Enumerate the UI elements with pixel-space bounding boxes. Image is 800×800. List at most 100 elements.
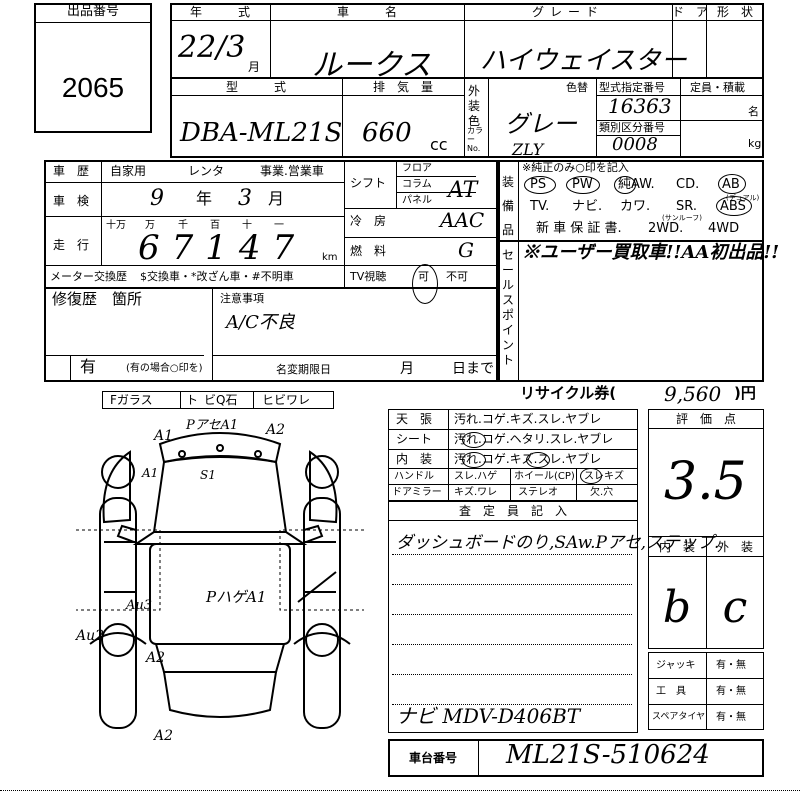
- interior-dirt-circle: [462, 452, 486, 468]
- recycle-label: リサイクル券(: [520, 384, 617, 402]
- ac-value: AAC: [440, 208, 485, 232]
- pw-circle: [566, 176, 600, 194]
- capacity-label: 定員・積載: [690, 81, 745, 94]
- equip-ps: PS: [530, 177, 547, 192]
- mark-front-right: A2: [266, 422, 286, 438]
- score-label: 評 価 点: [675, 412, 736, 426]
- tools-label: 工 具: [656, 686, 686, 697]
- abs-circle: [716, 196, 752, 216]
- mileage-label: 走 行: [53, 238, 90, 252]
- repair-note: (有の場合○印を): [126, 363, 203, 374]
- interior-grade-label: 内 装: [658, 540, 695, 554]
- lot-label: 出品番号: [66, 4, 119, 19]
- equipment-box: [498, 160, 764, 242]
- shift-column: コラム: [402, 179, 432, 190]
- caution-label: 注意事項: [220, 292, 264, 305]
- header-box: [170, 3, 764, 158]
- inspector-box: [388, 501, 638, 733]
- mileage-value: 67147: [138, 228, 307, 268]
- mark-roof: PハゲA1: [206, 588, 267, 606]
- stereo-text: 欠.穴: [590, 487, 614, 498]
- inspector-label: 査 定 員 記 入: [458, 504, 567, 518]
- interior-label: 内 装: [396, 452, 433, 466]
- fuel-label: 燃 料: [350, 244, 387, 258]
- shift-floor: フロア: [402, 163, 432, 174]
- mark-hood: S1: [200, 468, 216, 482]
- wheel-rub-circle: [580, 468, 602, 484]
- digit-100: 百: [210, 220, 220, 231]
- exterior-grade-label: 外 装: [716, 540, 753, 554]
- recycle-value: 9,560: [664, 382, 722, 406]
- exterior-grade: c: [722, 582, 748, 633]
- type-cert-label: 型式指定番号: [599, 81, 665, 94]
- history-private: 自家用: [110, 164, 147, 178]
- ceiling-text: 汚れ.コゲ.キズ.スレ.ヤブレ: [454, 412, 602, 426]
- tv-label: TV視聴: [350, 270, 387, 283]
- equip-sunroof: (サンルーフ): [662, 214, 703, 222]
- glass-box: [102, 391, 334, 409]
- class-no-label: 類別区分番号: [599, 121, 665, 134]
- handle-text: スレ.ハゲ: [454, 471, 498, 482]
- inspector-line-6: ナビ MDV-D406BT: [396, 704, 581, 728]
- recycle-unit: )円: [734, 384, 756, 402]
- repair-label: 修復歴 箇所: [52, 290, 143, 308]
- model-label: 型 式: [225, 80, 286, 94]
- stereo-label: ステレオ: [518, 487, 558, 498]
- meter-label: メーター交換歴: [50, 270, 127, 283]
- equip-4wd: 4WD: [708, 221, 740, 236]
- interior-grade: b: [662, 582, 692, 633]
- mirror-text: キズ.ワレ: [454, 487, 498, 498]
- history-box: [44, 160, 498, 382]
- name-change-day: 日まで: [452, 361, 494, 377]
- mark-left-quarter: A2: [146, 650, 166, 666]
- inspector-line-1: ダッシュボードのり,SAw.Pアセ,ステップ.: [396, 533, 720, 553]
- ceiling-label: 天 張: [396, 412, 433, 426]
- lot-box: [34, 3, 152, 133]
- name-change-month: 月: [400, 361, 414, 377]
- capacity-unit1: 名: [748, 105, 759, 118]
- mark-front: PアセA1: [186, 418, 239, 433]
- inspection-label: 車 検: [53, 194, 90, 208]
- mark-left-rear: Au2: [76, 628, 105, 644]
- tools-value: 有・無: [716, 686, 746, 697]
- car-diagram: [76, 432, 364, 729]
- score-value: 3.5: [664, 452, 747, 512]
- year-label: 年 式: [190, 5, 251, 19]
- inspection-year: 9: [150, 186, 164, 211]
- repair-value: 有: [80, 357, 97, 376]
- inspection-year-unit: 年: [196, 189, 213, 208]
- capacity-unit2: kg: [748, 137, 762, 150]
- digit-100k: 十万: [106, 220, 126, 231]
- tv-no: 不可: [446, 270, 468, 283]
- ac-label: 冷 房: [350, 214, 387, 228]
- sales-point-text: ※ユーザー買取車!!AA初出品!!: [522, 242, 780, 263]
- sales-point-label: セールスポイント: [502, 248, 515, 367]
- wheel-scratch: キズ: [604, 471, 624, 482]
- history-rental: レンタ: [188, 164, 225, 178]
- equipment-note: ※純正のみ○印を記入: [522, 161, 629, 174]
- handle-label: ハンドル: [394, 471, 434, 482]
- grade-label: グレード: [531, 5, 604, 19]
- shape-label: 形 状: [716, 5, 753, 19]
- equip-abs: ABS: [720, 199, 746, 214]
- glass-crack: ヒビワレ: [262, 393, 311, 407]
- tv-yes: 可: [418, 270, 429, 283]
- chassis-value: ML21S-510624: [506, 740, 710, 770]
- equip-ab: AB: [722, 177, 740, 192]
- chassis-box: [388, 739, 764, 777]
- sales-point-box: [498, 242, 764, 382]
- mileage-unit: km: [322, 252, 338, 263]
- ps-circle: [524, 176, 556, 194]
- mark-front-left: A1: [154, 428, 174, 444]
- color-change-label: 色替: [566, 81, 588, 94]
- equipment-label: 装備品: [502, 175, 515, 237]
- type-cert-value: 16363: [608, 94, 672, 118]
- exterior-label: 外装色: [468, 84, 481, 128]
- mirror-label: ドアミラー: [392, 487, 442, 498]
- digit-1: 一: [274, 220, 284, 231]
- jack-value: 有・無: [716, 660, 746, 671]
- tv-yes-circle: [412, 264, 438, 304]
- digit-1k: 千: [178, 220, 188, 231]
- car-name-value: ルークス: [312, 48, 432, 83]
- door-label: ド ア: [672, 5, 709, 19]
